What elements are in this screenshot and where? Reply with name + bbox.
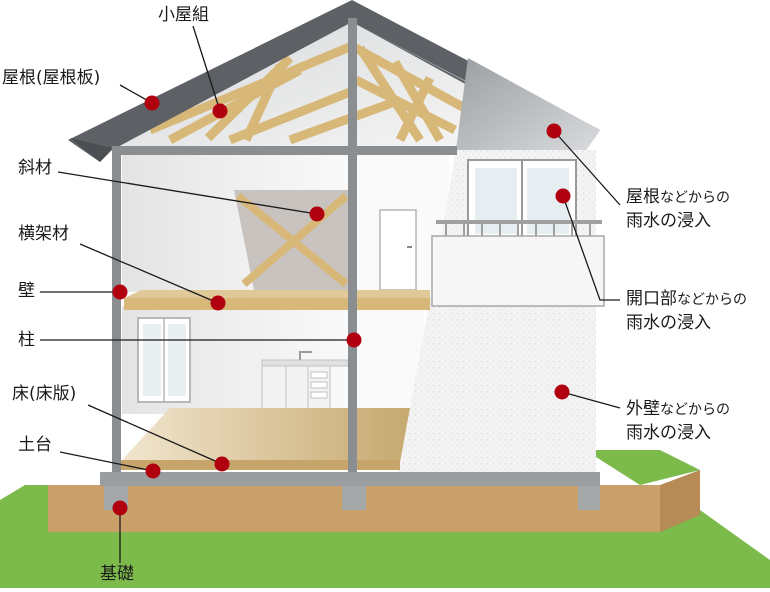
- label-kabe: 壁: [18, 283, 35, 300]
- foundation-beam: [100, 472, 600, 486]
- door-handle: [407, 246, 412, 248]
- marker-yokokazai: [211, 296, 226, 311]
- marker-yane: [145, 96, 160, 111]
- label-koyagumi: 小屋組: [158, 7, 209, 24]
- ground-floor-slab: [120, 408, 410, 462]
- marker-yuka: [215, 457, 230, 472]
- label-yane: 屋根(屋根板): [2, 70, 100, 87]
- label-kiso: 基礎: [100, 566, 134, 583]
- label-yuka: 床(床版): [12, 386, 76, 403]
- marker-shazai: [310, 207, 325, 222]
- label-roof-leak: 屋根などからの 雨水の浸入: [626, 186, 730, 233]
- marker-wall-leak: [555, 385, 570, 400]
- marker-kabe: [113, 285, 128, 300]
- interior-door: [380, 210, 416, 290]
- balcony: [432, 236, 604, 306]
- left-column: [112, 146, 121, 498]
- marker-dodai: [146, 464, 161, 479]
- label-yokokazai: 横架材: [18, 226, 69, 243]
- label-opening-leak: 開口部などからの 雨水の浸入: [626, 288, 747, 335]
- sill-board: [120, 460, 400, 470]
- label-hashira: 柱: [18, 332, 35, 349]
- marker-roof-leak: [547, 124, 562, 139]
- marker-koyagumi: [213, 104, 228, 119]
- beam-floor: [124, 298, 430, 310]
- center-column: [348, 18, 357, 498]
- label-shazai: 斜材: [18, 160, 52, 177]
- interior: [122, 150, 449, 414]
- marker-hashira: [347, 333, 362, 348]
- marker-kiso: [113, 501, 128, 516]
- label-dodai: 土台: [18, 437, 52, 454]
- label-wall-leak: 外壁などからの 雨水の浸入: [626, 398, 730, 445]
- marker-opening-leak: [556, 189, 571, 204]
